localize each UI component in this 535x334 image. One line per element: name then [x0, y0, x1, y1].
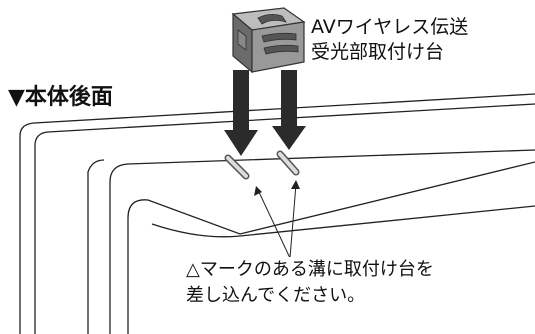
receiver-mount-bracket [231, 7, 306, 74]
rear-housing-edge [109, 149, 535, 334]
receiver-mount-label: AVワイヤレス伝送 受光部取付け台 [311, 15, 468, 65]
tv-frame [19, 93, 535, 334]
lower-inner-contour [151, 205, 535, 238]
arrow-left [224, 70, 258, 156]
section-title: ▼本体後面 [8, 85, 113, 110]
instruction-line-2: 差し込んでください。 [186, 285, 366, 306]
receiver-mount-label-line-1: AVワイヤレス伝送 [311, 16, 469, 38]
leader-line-right [289, 183, 297, 259]
leader-arrowheads [254, 180, 300, 196]
frame-outer-edge [19, 93, 535, 334]
frame-bezel-edge [34, 103, 535, 334]
leader-lines [257, 183, 297, 259]
inner-recess-edge [127, 161, 535, 334]
inner-step-line [87, 159, 105, 334]
mounting-grooves [224, 150, 300, 180]
instruction-line-1: △マークのある溝に取付け台を [186, 259, 434, 280]
leader-line-left [257, 189, 291, 259]
arrow-right [272, 70, 306, 150]
instruction-text: △マークのある溝に取付け台を 差し込んでください。 [186, 257, 438, 309]
receiver-mount-label-line-2: 受光部取付け台 [311, 41, 445, 63]
insert-arrows [224, 70, 306, 156]
